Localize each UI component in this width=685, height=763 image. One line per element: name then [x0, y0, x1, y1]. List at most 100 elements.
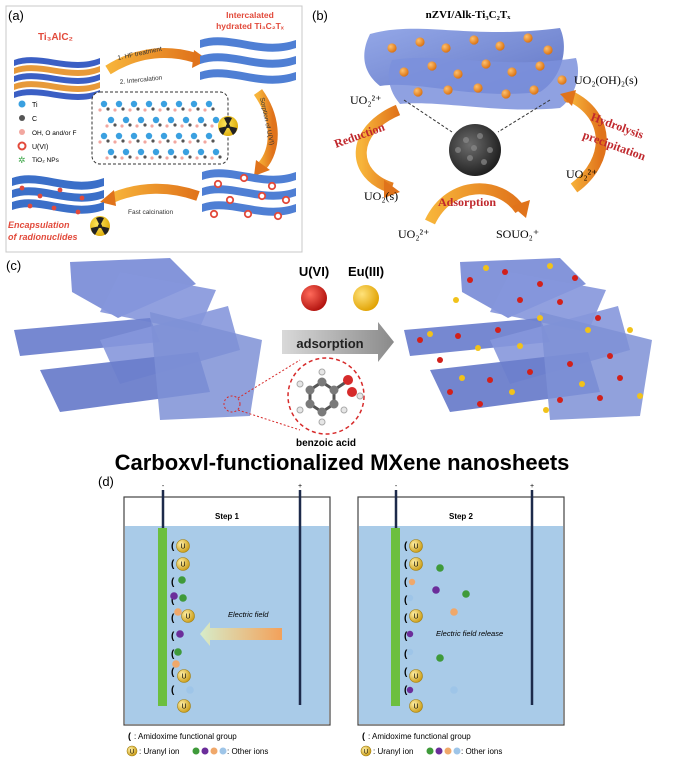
- atomic-lattice: [98, 100, 222, 160]
- ti-atom: [152, 116, 160, 124]
- c-atom: [151, 139, 155, 143]
- adsorption-arrow-c: [282, 322, 394, 362]
- ti-atom: [167, 148, 175, 156]
- oh-atom: [120, 124, 124, 128]
- sorbed-u-dots: [209, 173, 291, 221]
- sphere-grain: [481, 159, 487, 165]
- amidoxime-group: (: [404, 541, 408, 552]
- sorbed-eu-ion: [627, 327, 633, 333]
- ti-atom: [145, 100, 153, 108]
- oh-atom: [98, 108, 102, 112]
- electrode1-green: [158, 528, 167, 706]
- tio2-legend-icon: ✲: [18, 155, 26, 165]
- amidoxime-group: (: [404, 667, 408, 678]
- oh-atom: [150, 156, 154, 160]
- amidoxime-group: (: [171, 559, 175, 570]
- c-atom: [143, 123, 147, 127]
- c-atom: [106, 139, 110, 143]
- hf-arrow: [105, 48, 198, 75]
- sorption-arrow-head: [254, 160, 270, 176]
- step2-label: Step 2: [449, 512, 474, 521]
- hydrolysis-arrow: [567, 91, 607, 193]
- step-intercalation: 2. Intercalation: [119, 75, 163, 86]
- sorbed-u-ion: [517, 297, 523, 303]
- c-atom: [211, 139, 215, 143]
- other-ion-blue-1: [219, 747, 227, 755]
- oh-atom: [165, 156, 169, 160]
- ti-atom: [115, 132, 123, 140]
- uvi-legend-dot: [17, 141, 27, 151]
- oh-atom: [195, 124, 199, 128]
- panel-c-title: Carboxvl-functionalized MXene nanosheets: [115, 450, 570, 475]
- encapsulation-line1: Encapsulation: [8, 220, 70, 230]
- sorbed-u-dot: [239, 173, 249, 183]
- sorbed-u-dot: [273, 211, 283, 221]
- sorbed-u-dot: [209, 209, 219, 219]
- cone-line-right: [497, 99, 551, 133]
- oh-atom: [128, 140, 132, 144]
- sorbed-u-ion: [557, 299, 563, 305]
- other-ion-purple-1: [201, 747, 209, 755]
- electric-field-release-label: Electric field release: [436, 629, 503, 638]
- sorbed-u-dot: [267, 181, 277, 191]
- oh-atom: [180, 124, 184, 128]
- mxene-sheets-right: [404, 258, 652, 420]
- sorbed-u-ion: [417, 337, 423, 343]
- sorbed-u-ion: [495, 327, 501, 333]
- eu-ball: [353, 285, 379, 311]
- electric-field-arrow: [200, 622, 282, 646]
- nzvi-particle: [387, 43, 397, 53]
- other-ion-purple: [406, 686, 414, 694]
- reduction-arrow: [355, 104, 401, 194]
- panel-b: (b) nZVI/Alk-Ti₃C₂Tₓ UO₂²⁺ Reduction UO₂…: [312, 8, 648, 241]
- c-atom: [196, 139, 200, 143]
- legend-uranyl-1: : Uranyl ion: [139, 747, 179, 756]
- other-ion-blue: [186, 686, 194, 694]
- calcination-arrow: [110, 183, 200, 203]
- oh-atom: [165, 124, 169, 128]
- c-atom: [203, 123, 207, 127]
- oh-atom: [210, 124, 214, 128]
- legend-other-1: : Other ions: [227, 747, 268, 756]
- uranyl-ion-symbol: U: [180, 544, 185, 551]
- legend-step2: ( : Amidoxime functional group U : Urany…: [360, 731, 502, 757]
- nzvi-sheets: [364, 28, 579, 110]
- zoom-line-2: [237, 409, 301, 431]
- ti-atom: [182, 148, 190, 156]
- nzvi-particle: [441, 43, 451, 53]
- sorbed-u-dot: [243, 209, 253, 219]
- ti-atom: [167, 116, 175, 124]
- sorbed-u-ion: [455, 333, 461, 339]
- oh-atom: [143, 108, 147, 112]
- nzvi-particle: [399, 67, 409, 77]
- oh-atom: [188, 140, 192, 144]
- zoom-circle-small: [223, 395, 241, 413]
- amidoxime-group: (: [404, 631, 408, 642]
- uranyl-ion: [409, 557, 423, 571]
- other-ion-orange-1: [210, 747, 218, 755]
- other-ion-green: [436, 564, 444, 572]
- other-ion-green: [436, 654, 444, 662]
- other-ion-green: [462, 590, 470, 598]
- sorbed-eu-ion: [579, 381, 585, 387]
- other-ion-purple: [406, 630, 414, 638]
- benzoic-label: benzoic acid: [296, 438, 356, 449]
- panel-a: (a) Ti₃AlC₂ 1. HF treatment 2. Intercala…: [5, 5, 303, 253]
- sorbed-u-ion: [617, 375, 623, 381]
- electrode2-green: [391, 528, 400, 706]
- ti-atom: [197, 116, 205, 124]
- other-ion-purple: [432, 586, 440, 594]
- uranyl-ion: [409, 609, 423, 623]
- oh-atom: [150, 124, 154, 128]
- amidoxime-group: (: [404, 559, 408, 570]
- uvi-ball: [301, 285, 327, 311]
- c-atom: [128, 155, 132, 159]
- nzvi-particle: [495, 41, 505, 51]
- ti-atom: [190, 132, 198, 140]
- other-ion-green: [179, 594, 187, 602]
- sphere-texture: [455, 133, 493, 165]
- sorbed-u-ion: [607, 353, 613, 359]
- uranyl-ion: [409, 669, 423, 683]
